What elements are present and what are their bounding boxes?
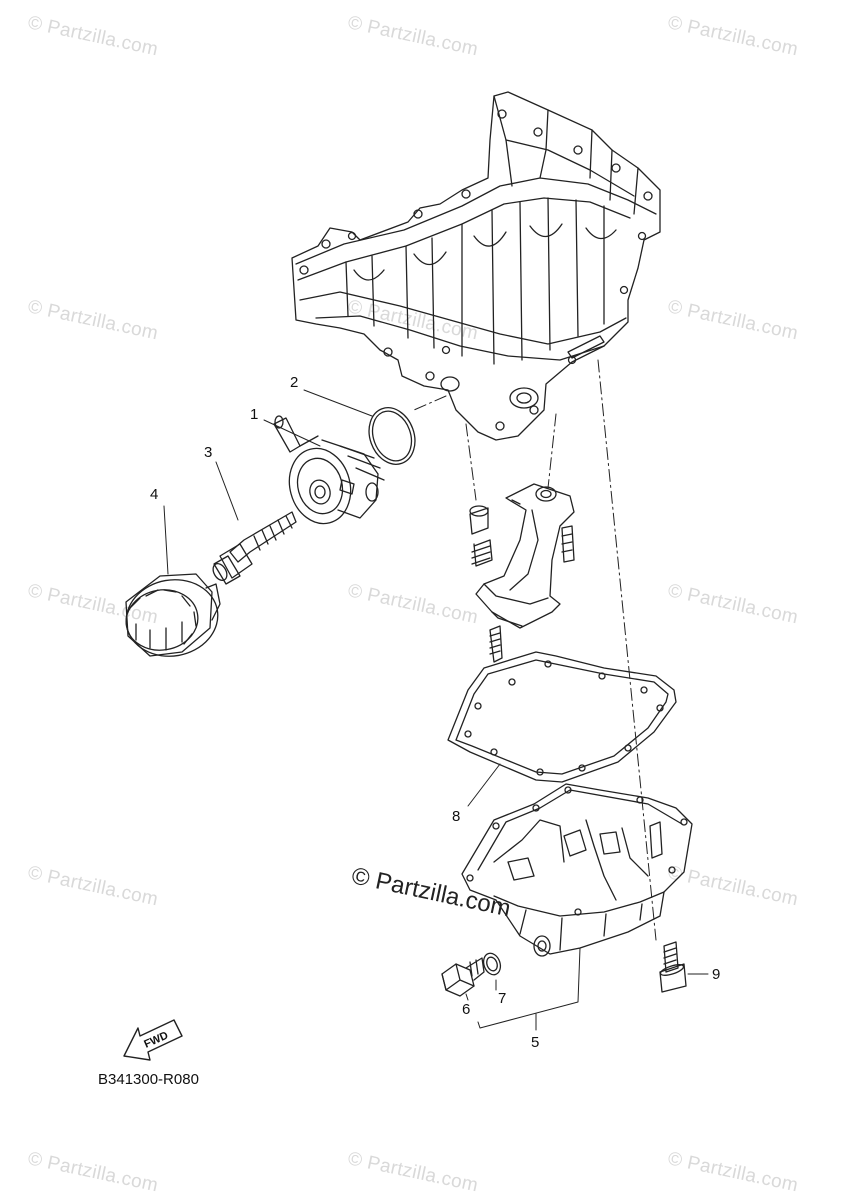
gasket-8 xyxy=(447,651,677,783)
oil-filter-4 xyxy=(125,573,221,657)
fwd-arrow-icon: FWD xyxy=(123,1019,183,1061)
callout-5: 5 xyxy=(531,1034,540,1051)
callout-6: 6 xyxy=(462,1001,471,1018)
o-ring-2 xyxy=(368,407,416,465)
crankcase xyxy=(291,91,661,441)
alignment-lines xyxy=(413,359,657,941)
diagram-code: B341300-R080 xyxy=(98,1071,199,1088)
oil-strainer xyxy=(469,483,575,663)
callout-9: 9 xyxy=(712,966,721,983)
leader-lines xyxy=(163,389,709,1031)
callout-8: 8 xyxy=(452,808,461,825)
union-bolt-3 xyxy=(212,511,297,585)
callout-2: 2 xyxy=(290,374,299,391)
oil-pan-5 xyxy=(461,783,693,957)
callout-3: 3 xyxy=(204,444,213,461)
callout-4: 4 xyxy=(150,486,159,503)
drain-plug-6 xyxy=(441,957,485,997)
bolt-9 xyxy=(659,941,687,993)
callout-7: 7 xyxy=(498,990,507,1007)
oil-filter-housing-1 xyxy=(273,415,385,525)
washer-7 xyxy=(482,952,502,976)
callout-1: 1 xyxy=(250,406,259,423)
